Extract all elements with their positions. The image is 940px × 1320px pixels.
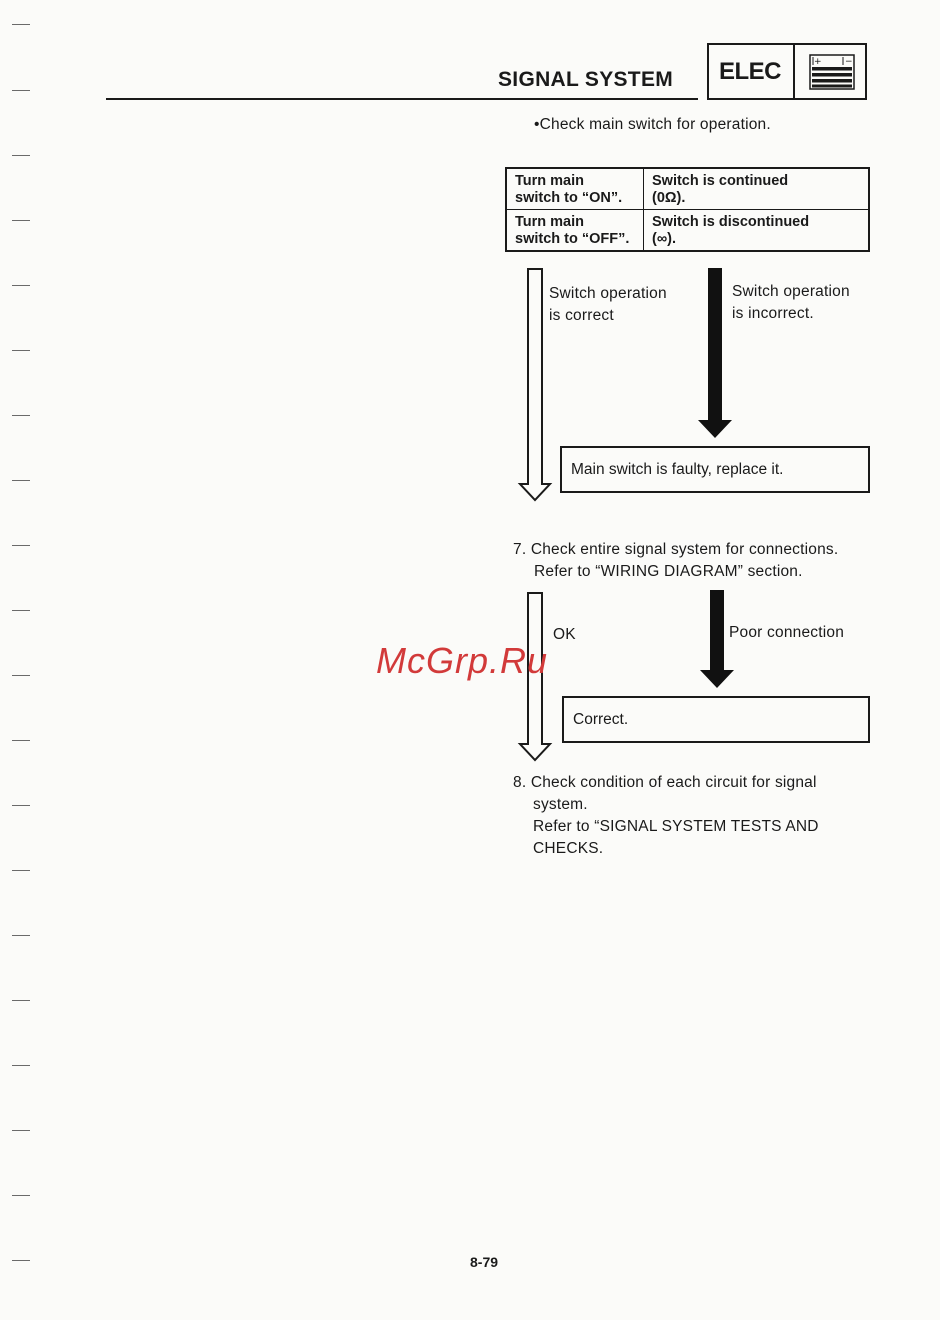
watermark: McGrp.Ru xyxy=(376,640,549,681)
svg-text:+: + xyxy=(814,57,822,67)
table-cell-action: Turn main switch to “ON”. xyxy=(505,167,644,210)
incorrect-label: Switch operation is incorrect. xyxy=(732,283,850,322)
switch-check-table: Turn main switch to “ON”. Switch is cont… xyxy=(505,167,870,252)
battery-icon: + − xyxy=(809,54,855,90)
poor-connection-label: Poor connection xyxy=(729,624,845,641)
step-7-text: 7. Check entire signal system for connec… xyxy=(513,541,839,580)
intro-text: •Check main switch for operation. xyxy=(534,116,771,133)
page-number: 8-79 xyxy=(470,1254,499,1270)
table-cell-result: Switch is continued (0Ω). xyxy=(643,167,870,210)
faulty-switch-text: Main switch is faulty, replace it. xyxy=(571,460,784,478)
incorrect-flow-arrow-icon xyxy=(698,268,732,438)
header-rule xyxy=(106,98,698,100)
svg-text:−: − xyxy=(845,57,853,67)
correct-label: Switch operation is correct xyxy=(549,285,667,324)
section-tag: ELEC xyxy=(719,58,782,85)
table-cell-action: Turn main switch to “OFF”. xyxy=(505,209,644,252)
correct-box: Correct. xyxy=(562,696,870,743)
section-tag-box: ELEC + − xyxy=(707,43,867,100)
step-8-text: 8. Check condition of each circuit for s… xyxy=(513,774,819,857)
table-cell-result: Switch is discontinued (∞). xyxy=(643,209,870,252)
ok-flow-arrow-icon xyxy=(517,592,553,762)
correct-flow-arrow-icon xyxy=(517,268,553,502)
table-row: Turn main switch to “OFF”. Switch is dis… xyxy=(505,209,870,252)
page-title: SIGNAL SYSTEM xyxy=(498,68,674,91)
faulty-switch-box: Main switch is faulty, replace it. xyxy=(560,446,870,493)
poor-connection-arrow-icon xyxy=(700,590,734,688)
correct-text: Correct. xyxy=(573,710,629,728)
table-row: Turn main switch to “ON”. Switch is cont… xyxy=(505,167,870,210)
ok-label: OK xyxy=(553,626,576,643)
section-tag-divider xyxy=(793,45,795,98)
